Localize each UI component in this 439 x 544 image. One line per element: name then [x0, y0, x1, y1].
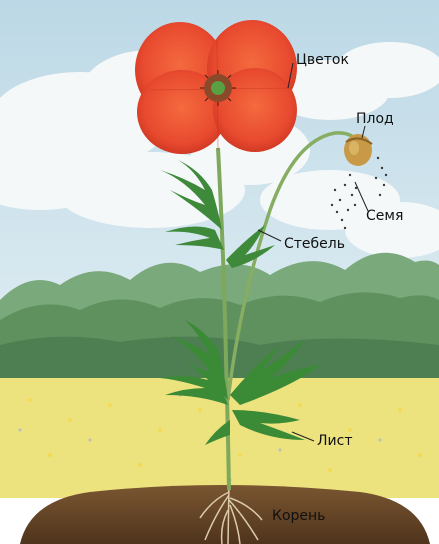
label-flower: Цветок — [296, 52, 349, 68]
label-seed: Семя — [366, 208, 403, 224]
label-fruit: Плод — [356, 111, 394, 127]
label-stem: Стебель — [284, 236, 345, 252]
poppy-flower — [135, 20, 297, 154]
label-leaf: Лист — [317, 433, 352, 449]
label-root: Корень — [272, 508, 325, 524]
seed-pod — [344, 134, 372, 166]
